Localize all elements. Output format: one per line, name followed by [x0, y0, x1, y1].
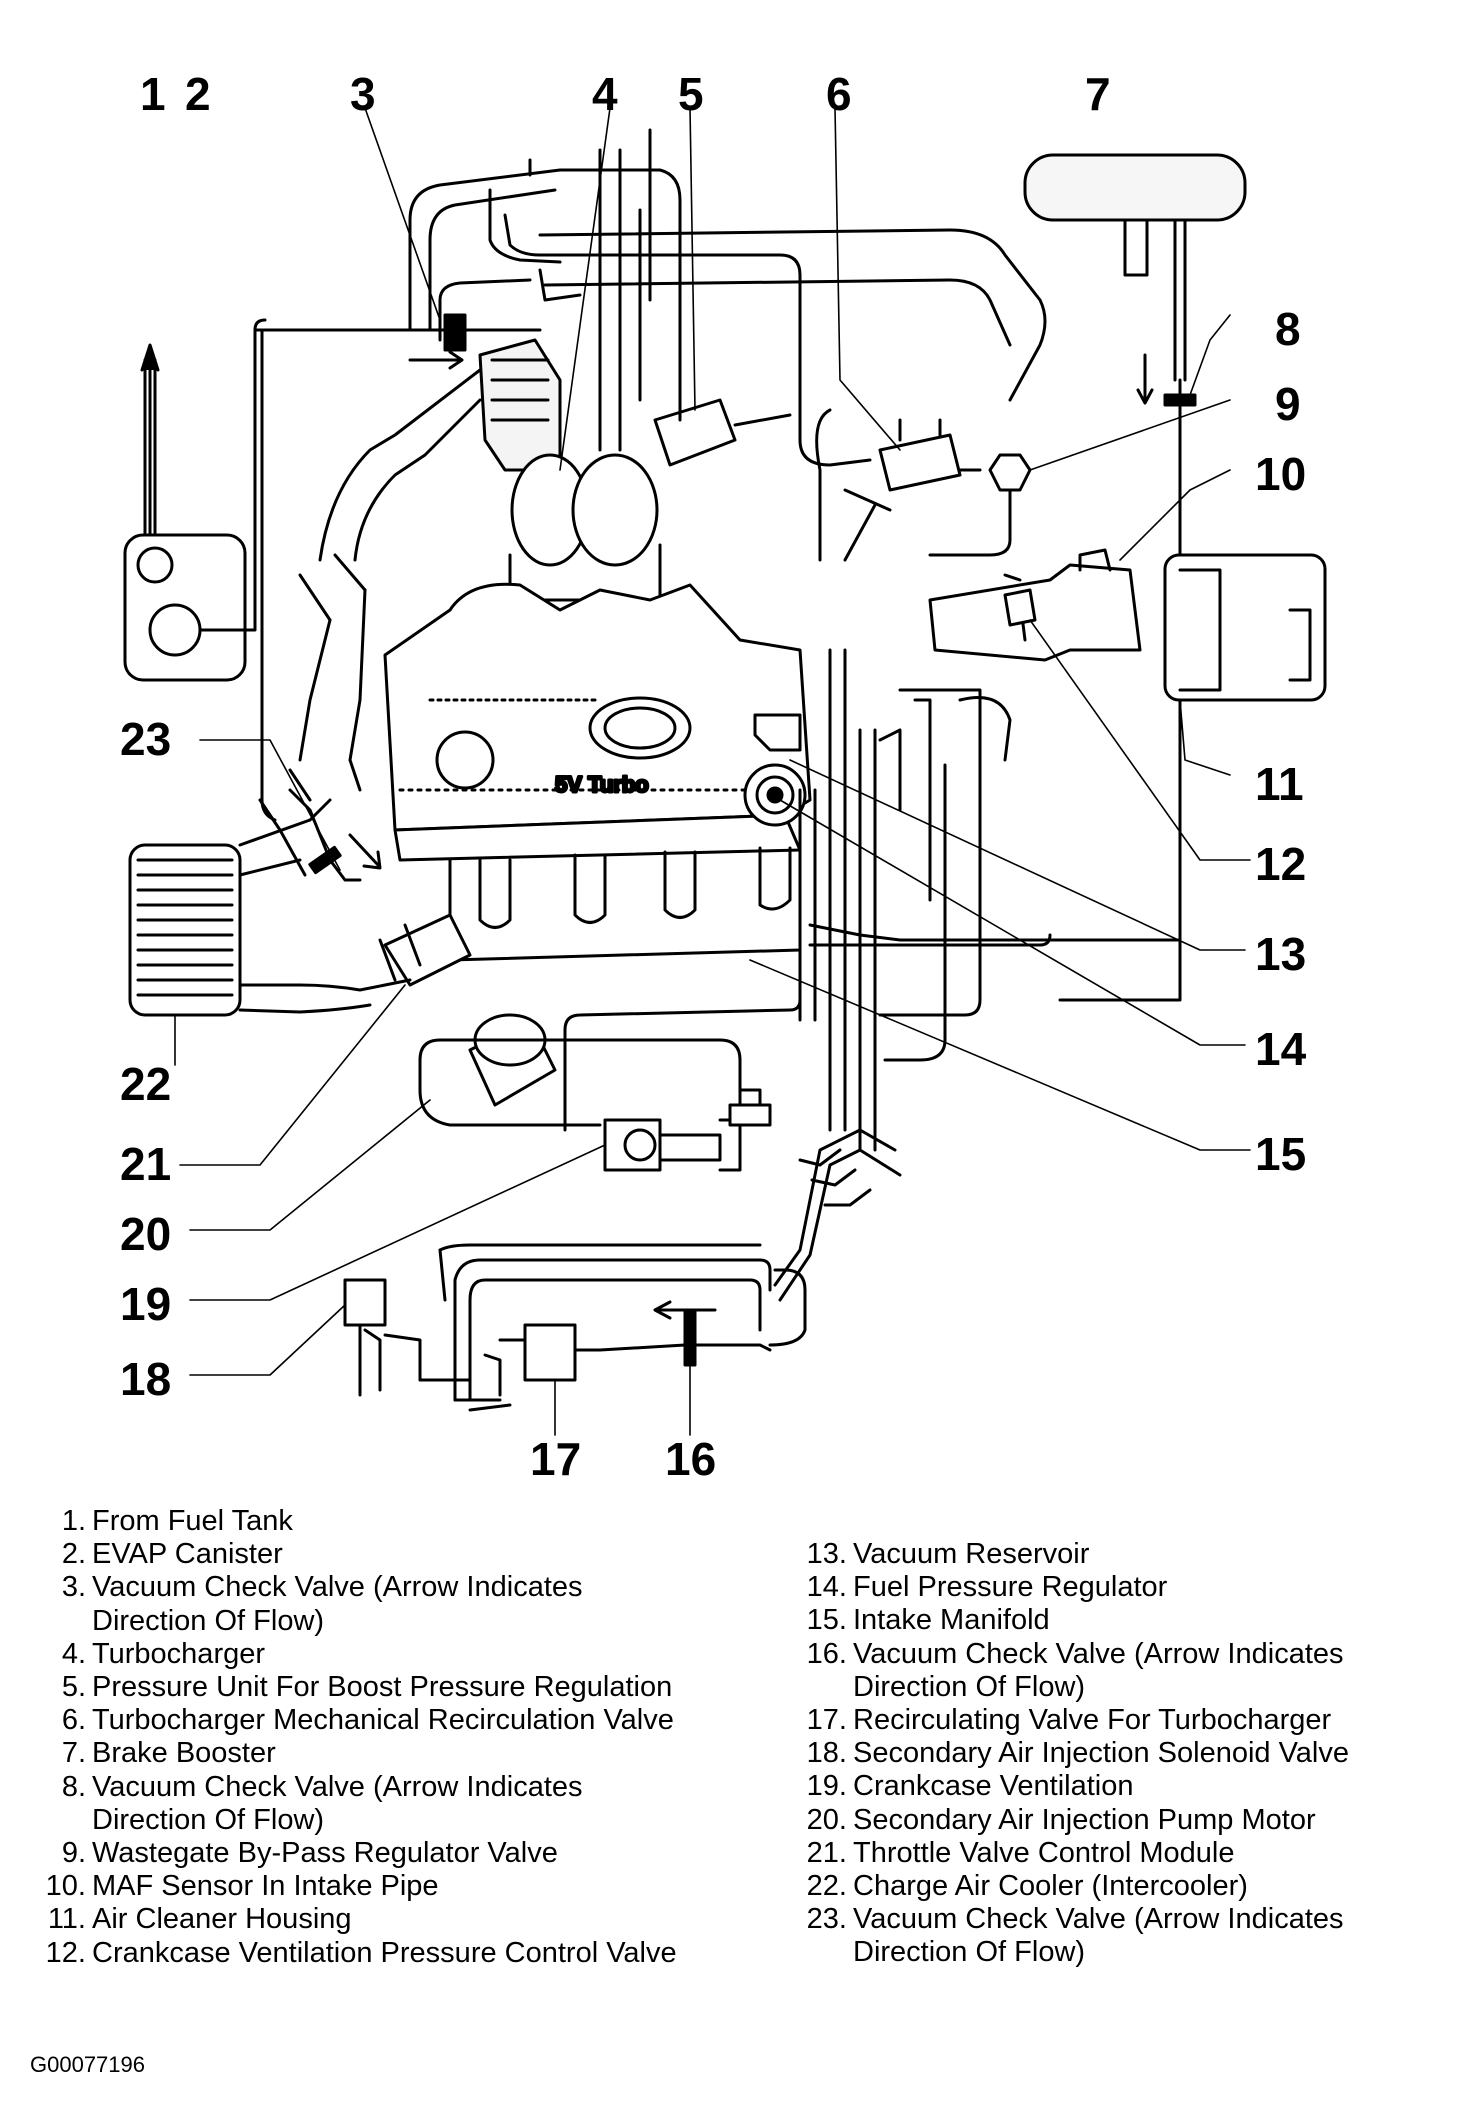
callout-22: 22 [120, 1058, 171, 1110]
callout-9: 9 [1275, 378, 1301, 430]
callout-numbers: 1 2 3 4 5 6 7 8 9 10 11 12 13 14 15 16 1… [120, 68, 1307, 1485]
recirculating-valve-turbo [483, 1323, 602, 1397]
upper-vacuum-hoses [408, 158, 1047, 467]
legend-item-10: 10.MAF Sensor In Intake Pipe [45, 1870, 439, 1903]
fuel-pressure-regulator [743, 763, 807, 827]
valve-column [728, 1088, 772, 1127]
intake-duct [288, 368, 482, 802]
check-valve-16 [653, 1300, 717, 1367]
callout-17: 17 [530, 1433, 581, 1485]
legend-left-column: 1.From Fuel Tank 2.EVAP Canister 3.Vacuu… [44, 1505, 784, 1970]
flow-arrow-3 [408, 350, 464, 370]
engine-block [383, 582, 812, 862]
callout-13: 13 [1255, 928, 1306, 980]
legend-item-7: 7.Brake Booster [61, 1737, 276, 1770]
legend-item-13: 13.Vacuum Reservoir [806, 1538, 1090, 1570]
brake-booster [1023, 153, 1247, 382]
legend-item-23-continued: Direction Of Flow) [853, 1936, 1086, 1969]
legend-item-18: 18.Secondary Air Injection Solenoid Valv… [806, 1737, 1349, 1770]
callout-14: 14 [1255, 1023, 1307, 1075]
vacuum-hose-routing-diagram: 5V Turbo [120, 68, 1327, 1485]
callout-11: 11 [1255, 758, 1304, 810]
legend-item-1: 1.From Fuel Tank [61, 1505, 293, 1537]
legend-item-23: 23.Vacuum Check Valve (Arrow Indicates [806, 1903, 1344, 1936]
legend-item-8: 8.Vacuum Check Valve (Arrow Indicates [61, 1770, 583, 1803]
callout-23: 23 [120, 713, 171, 765]
lower-vacuum-hoses [438, 1128, 902, 1412]
secondary-air-pump-motor [468, 1013, 557, 1107]
recirculation-valve [815, 408, 962, 562]
legend-item-17: 17.Recirculating Valve For Turbocharger [806, 1704, 1332, 1737]
callout-3: 3 [350, 68, 376, 120]
legend-item-2: 2.EVAP Canister [61, 1538, 283, 1571]
legend-item-12: 12.Crankcase Ventilation Pressure Contro… [45, 1936, 677, 1969]
callout-18: 18 [120, 1353, 171, 1405]
boost-pressure-unit [653, 398, 792, 467]
callout-12: 12 [1255, 838, 1306, 890]
legend-item-8-continued: Direction Of Flow) [92, 1803, 325, 1836]
legend-item-6: 6.Turbocharger Mechanical Recirculation … [61, 1704, 674, 1737]
charge-air-cooler [128, 798, 412, 1017]
engine-cover-text: 5V Turbo [555, 772, 649, 797]
vacuum-reservoir [753, 713, 802, 752]
legend-item-16-continued: Direction Of Flow) [853, 1670, 1086, 1703]
turbocharger [478, 128, 662, 602]
secondary-air-solenoid-valve [343, 1278, 472, 1397]
legend-item-20: 20.Secondary Air Injection Pump Motor [806, 1803, 1316, 1836]
callout-leader-lines [174, 107, 1251, 1436]
legend-item-9: 9.Wastegate By-Pass Regulator Valve [61, 1837, 558, 1870]
callout-16: 16 [665, 1433, 716, 1485]
callout-1: 1 [140, 68, 166, 120]
callout-19: 19 [120, 1278, 171, 1330]
legend-right-column: 13.Vacuum Reservoir 14.Fuel Pressure Reg… [805, 1538, 1445, 1970]
throttle-valve-control-module [378, 913, 472, 987]
figure-id: G00077196 [30, 2052, 145, 2077]
callout-15: 15 [1255, 1128, 1306, 1180]
air-cleaner-housing [1163, 553, 1327, 702]
legend-item-19: 19.Crankcase Ventilation [806, 1770, 1134, 1803]
legend-item-15: 15.Intake Manifold [806, 1604, 1050, 1637]
legend-item-14: 14.Fuel Pressure Regulator [806, 1571, 1168, 1604]
fuel-tank-line [140, 343, 160, 542]
callout-2: 2 [185, 68, 211, 120]
intake-runners [448, 846, 802, 962]
legend-item-5: 5.Pressure Unit For Boost Pressure Regul… [61, 1671, 673, 1704]
callout-6: 6 [826, 68, 852, 120]
callout-5: 5 [678, 68, 704, 120]
pump-hose-loop [418, 1038, 742, 1127]
maf-sensor-intake-pipe [928, 548, 1142, 662]
legend-item-3-continued: Direction Of Flow) [92, 1604, 325, 1637]
legend-item-3: 3.Vacuum Check Valve (Arrow Indicates [61, 1571, 583, 1604]
callout-4: 4 [592, 68, 618, 120]
legend-item-22: 22.Charge Air Cooler (Intercooler) [806, 1870, 1248, 1903]
callout-8: 8 [1275, 303, 1301, 355]
check-valve-3 [253, 313, 542, 352]
right-side-hoses [878, 688, 1012, 1062]
crankcase-ventilation [603, 1118, 742, 1172]
evap-canister [123, 318, 277, 822]
legend-item-4: 4.Turbocharger [61, 1637, 266, 1670]
callout-10: 10 [1255, 448, 1306, 500]
callout-7: 7 [1085, 68, 1111, 120]
legend-item-21: 21.Throttle Valve Control Module [806, 1836, 1235, 1869]
legend-item-11: 11.Air Cleaner Housing [47, 1903, 352, 1936]
legend-item-16: 16.Vacuum Check Valve (Arrow Indicates [806, 1637, 1344, 1670]
crankcase-pressure-control-valve [1003, 573, 1037, 627]
callout-20: 20 [120, 1208, 171, 1260]
callout-21: 21 [120, 1138, 171, 1190]
